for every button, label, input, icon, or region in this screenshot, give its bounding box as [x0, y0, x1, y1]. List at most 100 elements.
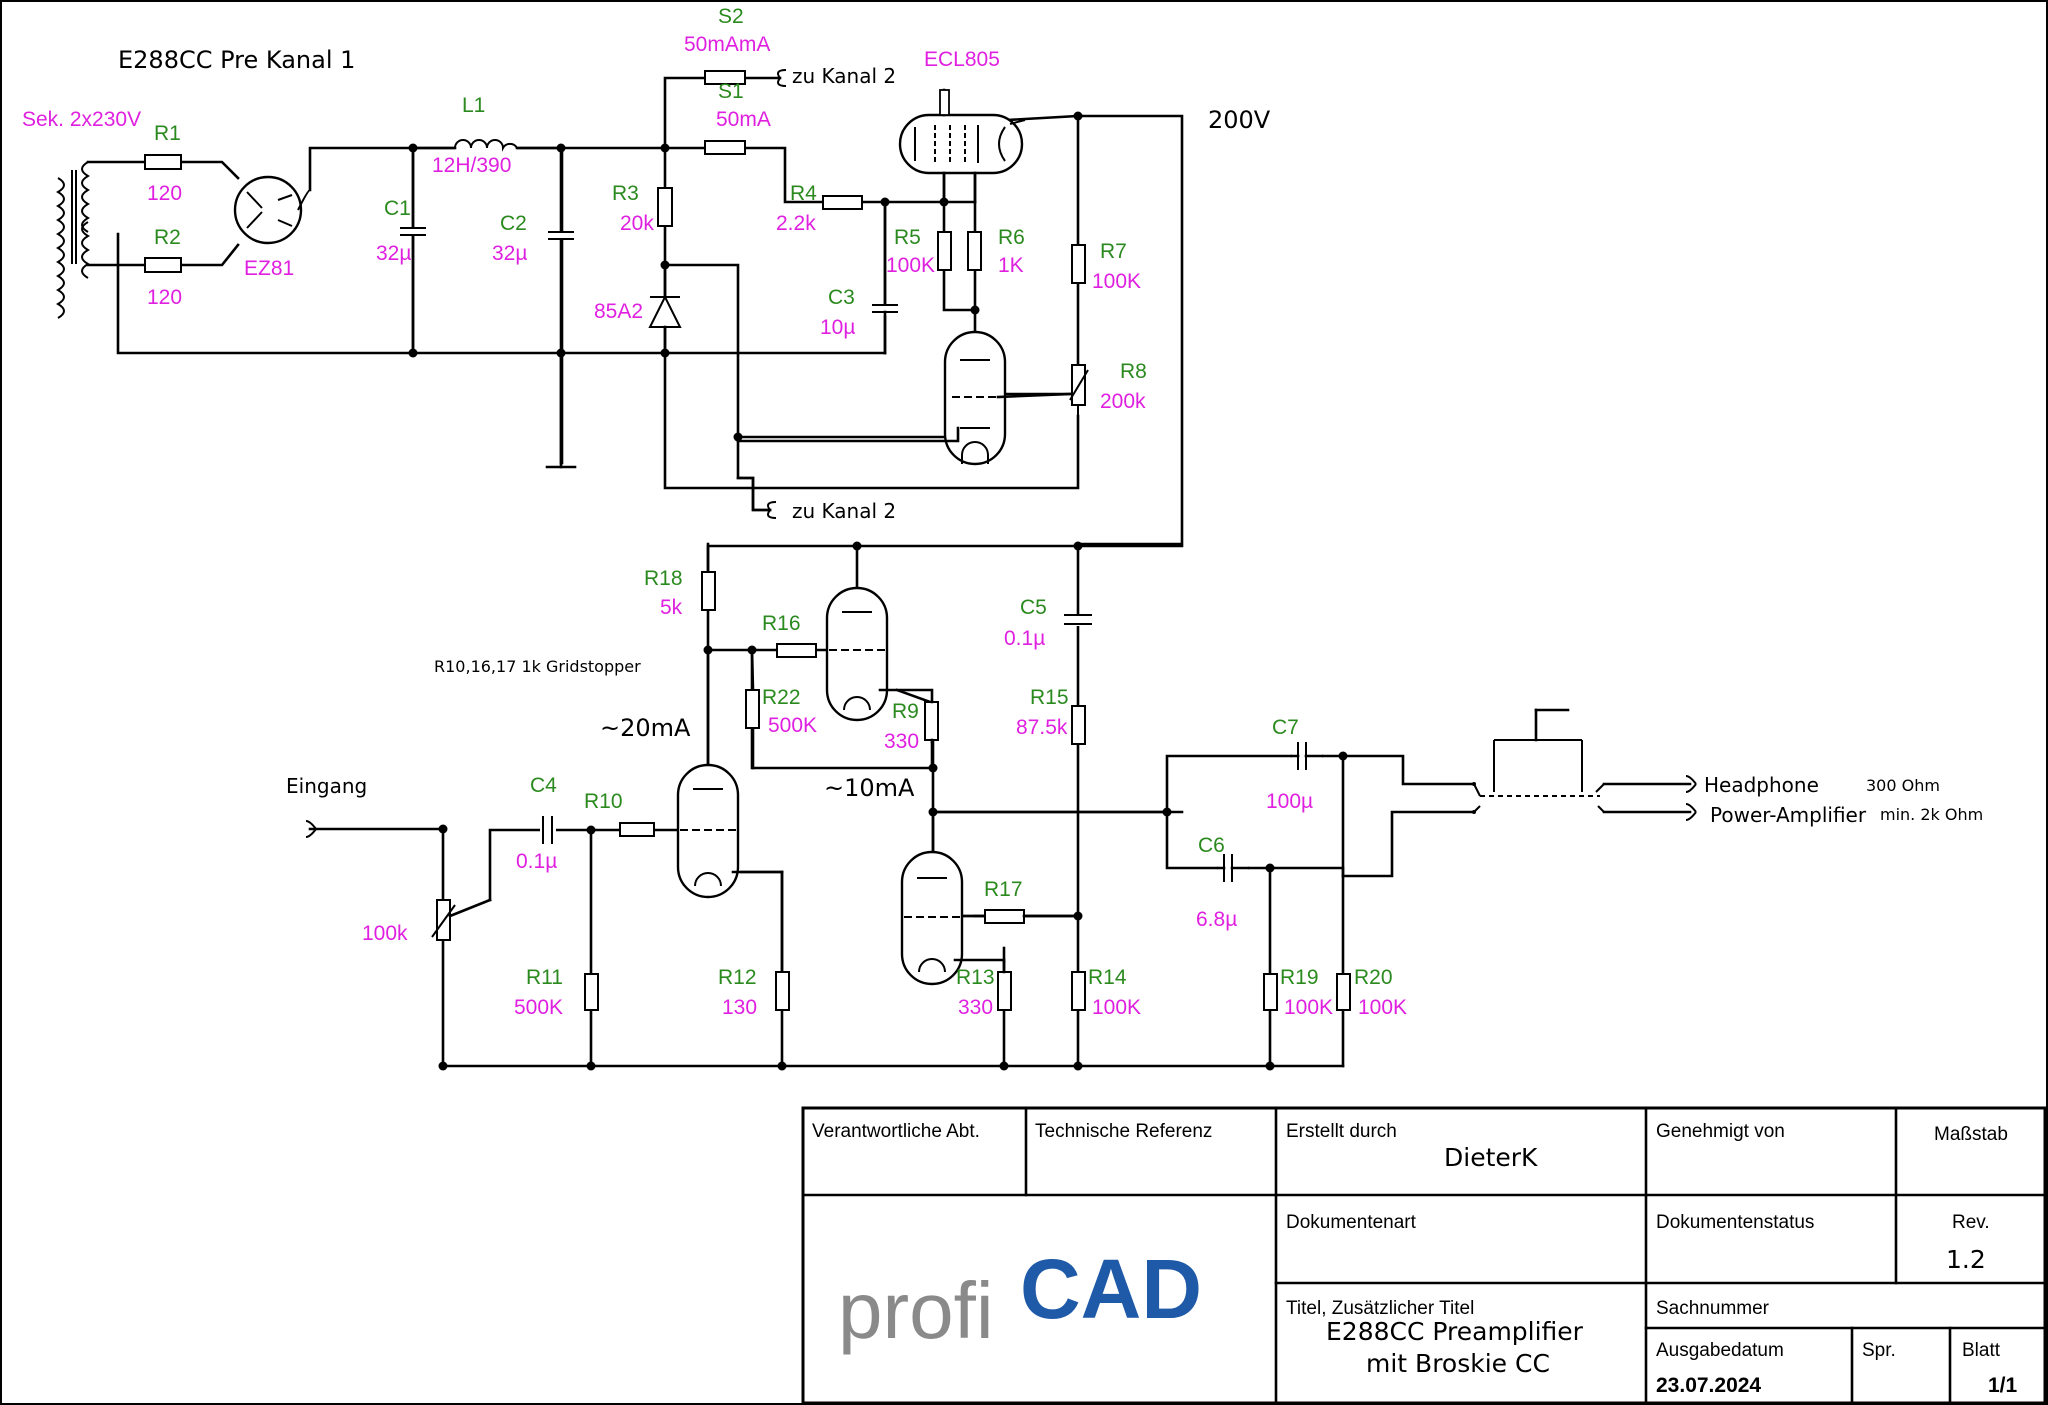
- tb-dokumentenstatus: Dokumentenstatus: [1656, 1212, 1814, 1233]
- svg-text:CAD: CAD: [1020, 1242, 1202, 1336]
- label-r10-ref: R10: [584, 790, 623, 813]
- label-r12-value: 130: [722, 996, 757, 1019]
- label-r22-ref: R22: [762, 686, 801, 709]
- label-r11-ref: R11: [526, 966, 563, 989]
- resistor-r11: [584, 973, 599, 1011]
- resistor-r4: [822, 195, 863, 210]
- label-r2-ref: R2: [154, 226, 181, 249]
- label-s1-ref: S1: [718, 80, 744, 103]
- capacitor-c4: [540, 815, 556, 845]
- label-r4-ref: R4: [790, 182, 817, 205]
- tb-titel-label: Titel, Zusätzlicher Titel: [1286, 1298, 1474, 1319]
- label-r9-ref: R9: [892, 700, 919, 723]
- label-r4-value: 2.2k: [776, 212, 816, 235]
- output-switch: [1472, 708, 1697, 821]
- connector-zu-kanal2-top: [777, 69, 787, 87]
- label-c2-value: 32µ: [492, 242, 527, 265]
- label-r3-value: 20k: [620, 212, 654, 235]
- tube-v2: [825, 586, 889, 722]
- label-r12-ref: R12: [718, 966, 757, 989]
- label-ez81: EZ81: [244, 257, 294, 280]
- resistor-r9: [924, 701, 939, 741]
- schematic-title: E288CC Pre Kanal 1: [118, 46, 355, 74]
- label-r6-ref: R6: [998, 226, 1025, 249]
- resistor-r12: [775, 971, 790, 1011]
- label-r15-value: 87.5k: [1016, 716, 1068, 739]
- inductor-l1: [454, 139, 518, 156]
- label-r7-value: 100K: [1092, 270, 1141, 293]
- resistor-r20: [1336, 973, 1351, 1011]
- tb-genehmigt-label: Genehmigt von: [1656, 1121, 1785, 1142]
- label-c1-value: 32µ: [376, 242, 411, 265]
- label-r8-ref: R8: [1120, 360, 1147, 383]
- capacitor-c5: [1063, 614, 1093, 626]
- label-r13-ref: R13: [956, 966, 995, 989]
- label-headphone-impedance: 300 Ohm: [1866, 776, 1940, 795]
- resistor-r5: [937, 231, 952, 271]
- tb-ausgabe-value: 23.07.2024: [1656, 1374, 1761, 1397]
- tube-ecl805-triode: [943, 330, 1007, 466]
- tb-rev-value: 1.2: [1946, 1245, 1986, 1274]
- regulator-85a2: [648, 261, 682, 355]
- fuse-s1: [704, 140, 746, 155]
- label-r18-ref: R18: [644, 567, 683, 590]
- label-s1-value: 50mA: [716, 108, 771, 131]
- label-c1-ref: C1: [384, 197, 411, 220]
- tb-titel-line2: mit Broskie CC: [1366, 1349, 1550, 1378]
- tb-blatt-label: Blatt: [1962, 1340, 2001, 1361]
- label-r19-value: 100K: [1284, 996, 1333, 1019]
- tb-titel-line1: E288CC Preamplifier: [1326, 1317, 1584, 1346]
- transformer-symbol: [56, 161, 90, 319]
- label-r16-ref: R16: [762, 612, 801, 635]
- label-c3-value: 10µ: [820, 316, 855, 339]
- label-headphone: Headphone: [1704, 773, 1819, 797]
- label-r14-ref: R14: [1088, 966, 1127, 989]
- title-block: [801, 1106, 2047, 1405]
- label-r8-value: 200k: [1100, 390, 1146, 413]
- input-jack: [305, 820, 317, 838]
- label-r7-ref: R7: [1100, 240, 1127, 263]
- label-r13-value: 330: [958, 996, 993, 1019]
- tb-dokumentenart: Dokumentenart: [1286, 1212, 1417, 1233]
- label-power-amplifier: Power-Amplifier: [1710, 803, 1867, 827]
- label-ecl805: ECL805: [924, 48, 1000, 71]
- label-r15-ref: R15: [1030, 686, 1069, 709]
- label-r1-ref: R1: [154, 122, 181, 145]
- label-c5-value: 0.1µ: [1004, 627, 1045, 650]
- label-s2-value: 50mAmA: [684, 33, 770, 56]
- label-c3-ref: C3: [828, 286, 855, 309]
- label-gridstopper-note: R10,16,17 1k Gridstopper: [434, 657, 641, 676]
- label-c4-value: 0.1µ: [516, 850, 557, 873]
- proficad-logo: profi CAD: [838, 1242, 1202, 1355]
- tb-blatt-value: 1/1: [1988, 1374, 2018, 1397]
- volume-potentiometer: [431, 898, 492, 941]
- label-l1-value: 12H/390: [432, 154, 511, 177]
- resistor-r22: [745, 689, 760, 729]
- label-r2-value: 120: [147, 286, 182, 309]
- label-c7-ref: C7: [1272, 716, 1299, 739]
- label-r11-value: 500K: [514, 996, 563, 1019]
- resistor-r19: [1263, 973, 1278, 1011]
- tb-rev-label: Rev.: [1952, 1212, 1990, 1233]
- label-power-impedance: min. 2k Ohm: [1880, 805, 1983, 824]
- resistor-r15: [1071, 705, 1086, 745]
- label-c2-ref: C2: [500, 212, 527, 235]
- resistor-r6: [967, 231, 982, 271]
- label-r20-value: 100K: [1358, 996, 1407, 1019]
- label-r1-value: 120: [147, 182, 182, 205]
- resistor-r7: [1071, 244, 1086, 284]
- label-zu-kanal2-top: zu Kanal 2: [792, 64, 896, 88]
- label-c5-ref: C5: [1020, 596, 1047, 619]
- label-r5-value: 100K: [886, 254, 935, 277]
- transformer-label: Sek. 2x230V: [22, 108, 141, 131]
- tube-ez81: [233, 175, 311, 245]
- tb-erstellt-value: DieterK: [1444, 1143, 1538, 1172]
- label-r9-value: 330: [884, 730, 919, 753]
- label-r14-value: 100K: [1092, 996, 1141, 1019]
- potentiometer-r8: [1069, 364, 1089, 488]
- tube-ecl805: [898, 88, 1026, 175]
- label-r20-ref: R20: [1354, 966, 1393, 989]
- tb-verantwortliche: Verantwortliche Abt.: [812, 1121, 980, 1142]
